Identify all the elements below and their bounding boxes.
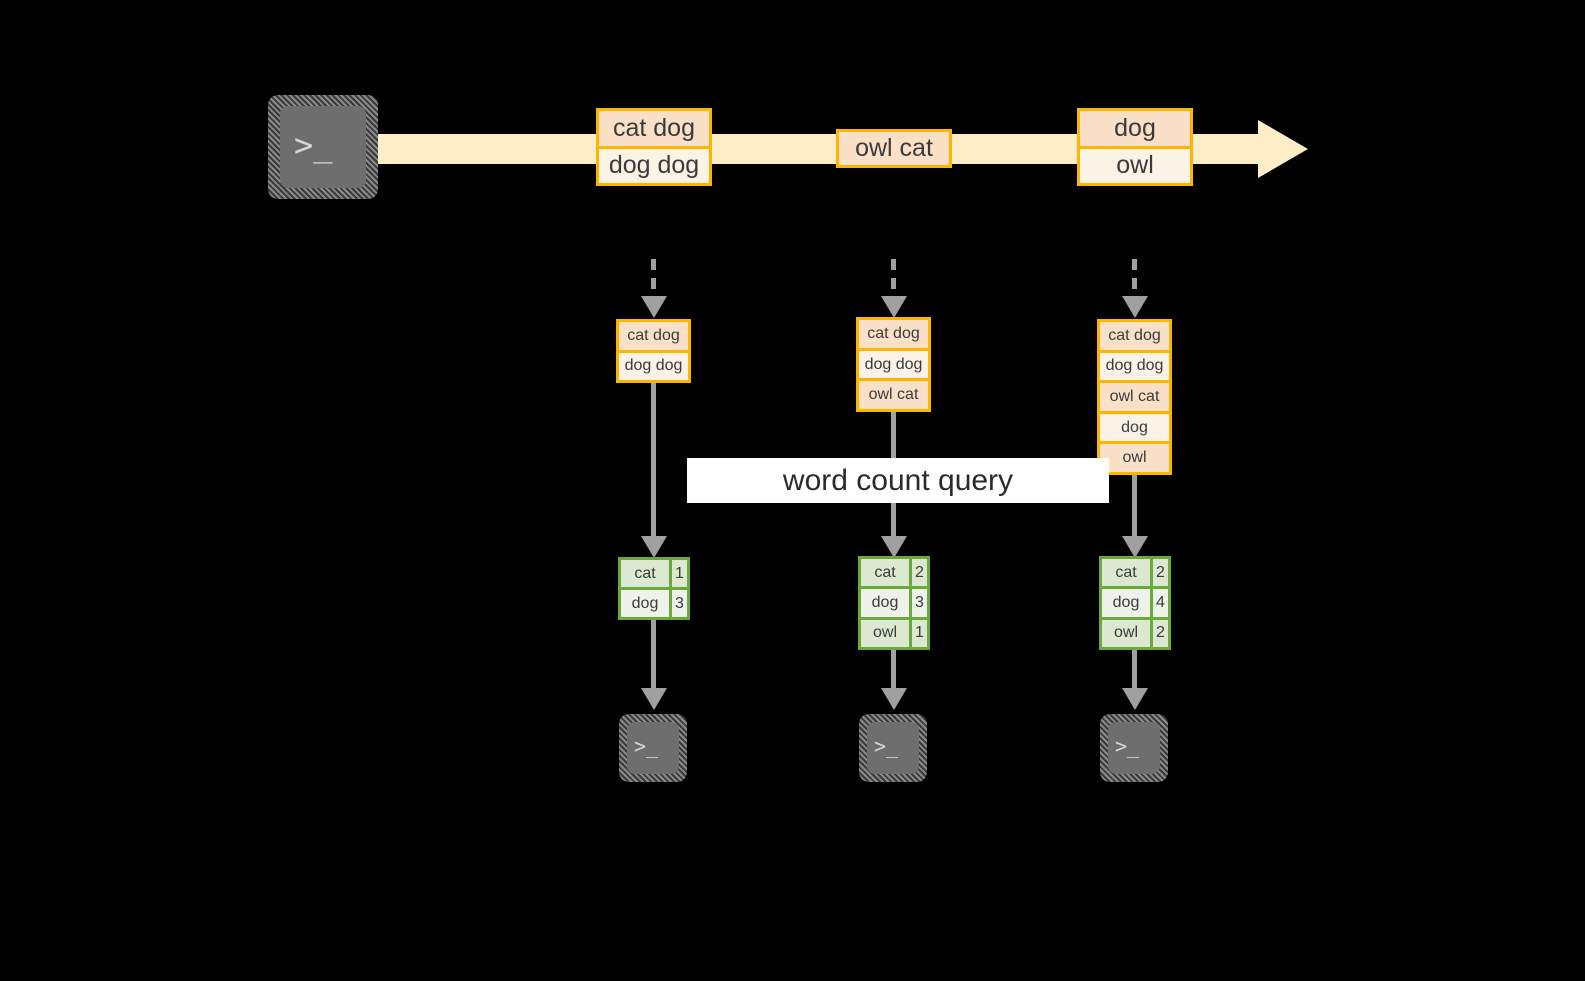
query-arrowhead-2-icon <box>881 536 907 558</box>
table-row: cat 1 <box>621 560 687 587</box>
snapshot-line: cat dog <box>1100 322 1169 350</box>
sink-terminal-1-icon: >_ <box>619 714 687 782</box>
sink-arrowhead-1-icon <box>641 688 667 710</box>
table-row: dog 4 <box>1102 586 1168 617</box>
result-count: 3 <box>909 589 927 617</box>
event-line: cat dog <box>599 111 709 146</box>
result-word: owl <box>1102 619 1150 647</box>
terminal-face <box>627 722 679 774</box>
query-arrowhead-3-icon <box>1122 536 1148 558</box>
stream-event-2: owl cat <box>836 129 952 168</box>
table-row: owl 2 <box>1102 616 1168 647</box>
event-line: owl cat <box>839 132 949 165</box>
snapshot-dashed-connector-2 <box>891 259 896 309</box>
result-count: 2 <box>1150 559 1168 587</box>
query-label-text: word count query <box>782 463 1014 497</box>
source-terminal-icon: >_ <box>268 95 378 199</box>
result-count: 1 <box>909 619 927 647</box>
terminal-face <box>280 106 366 188</box>
result-count: 2 <box>909 559 927 587</box>
table-row: cat 2 <box>1102 559 1168 587</box>
result-count: 4 <box>1150 589 1168 617</box>
sink-terminal-2-icon: >_ <box>859 714 927 782</box>
table-row: owl 1 <box>861 616 927 647</box>
sink-connector-1 <box>651 620 656 695</box>
table-row: dog 3 <box>621 587 687 617</box>
stream-arrowhead-icon <box>1258 120 1311 178</box>
snapshot-line: owl cat <box>859 378 928 410</box>
snapshot-dashed-connector-1 <box>651 259 656 309</box>
table-row: cat 2 <box>861 559 927 587</box>
sink-connector-3 <box>1132 650 1137 695</box>
query-arrowhead-1-icon <box>641 536 667 558</box>
terminal-face <box>867 722 919 774</box>
result-table-2: cat 2 dog 3 owl 1 <box>858 556 930 650</box>
result-count: 2 <box>1150 619 1168 647</box>
snapshot-line: dog dog <box>619 349 688 380</box>
snapshot-dashed-arrowhead-1-icon <box>641 296 667 318</box>
stream-event-3: dog owl <box>1077 108 1193 186</box>
snapshot-line: dog <box>1100 410 1169 442</box>
result-word: dog <box>861 589 909 617</box>
result-word: owl <box>861 619 909 647</box>
snapshot-dashed-arrowhead-3-icon <box>1122 296 1148 318</box>
snapshot-dashed-arrowhead-2-icon <box>881 296 907 318</box>
terminal-prompt-glyph: >_ <box>874 734 899 758</box>
stream-event-1: cat dog dog dog <box>596 108 712 186</box>
snapshot-2: cat dog dog dog owl cat <box>856 317 931 412</box>
sink-connector-2 <box>891 650 896 695</box>
sink-terminal-3-icon: >_ <box>1100 714 1168 782</box>
event-line: owl <box>1080 145 1190 183</box>
snapshot-dashed-connector-3 <box>1132 259 1137 309</box>
snapshot-line: dog dog <box>1100 349 1169 381</box>
result-word: cat <box>621 560 669 587</box>
query-connector-3 <box>1132 475 1137 543</box>
sink-arrowhead-3-icon <box>1122 688 1148 710</box>
snapshot-line: dog dog <box>859 347 928 379</box>
query-connector-1 <box>651 383 656 543</box>
result-count: 1 <box>669 560 687 587</box>
event-line: dog <box>1080 111 1190 146</box>
result-word: dog <box>1102 589 1150 617</box>
snapshot-3: cat dog dog dog owl cat dog owl <box>1097 319 1172 475</box>
snapshot-line: cat dog <box>619 322 688 350</box>
snapshot-line: cat dog <box>859 320 928 348</box>
snapshot-1: cat dog dog dog <box>616 319 691 383</box>
sink-arrowhead-2-icon <box>881 688 907 710</box>
terminal-face <box>1108 722 1160 774</box>
result-table-1: cat 1 dog 3 <box>618 557 690 620</box>
result-word: dog <box>621 590 669 617</box>
query-label-banner: word count query <box>687 458 1109 503</box>
result-word: cat <box>1102 559 1150 587</box>
result-count: 3 <box>669 590 687 617</box>
event-line: dog dog <box>599 145 709 183</box>
snapshot-line: owl cat <box>1100 380 1169 411</box>
snapshot-line: owl <box>1100 441 1169 472</box>
terminal-prompt-glyph: >_ <box>294 126 333 164</box>
table-row: dog 3 <box>861 586 927 617</box>
terminal-prompt-glyph: >_ <box>1115 734 1140 758</box>
result-table-3: cat 2 dog 4 owl 2 <box>1099 556 1171 650</box>
result-word: cat <box>861 559 909 587</box>
terminal-prompt-glyph: >_ <box>634 734 659 758</box>
